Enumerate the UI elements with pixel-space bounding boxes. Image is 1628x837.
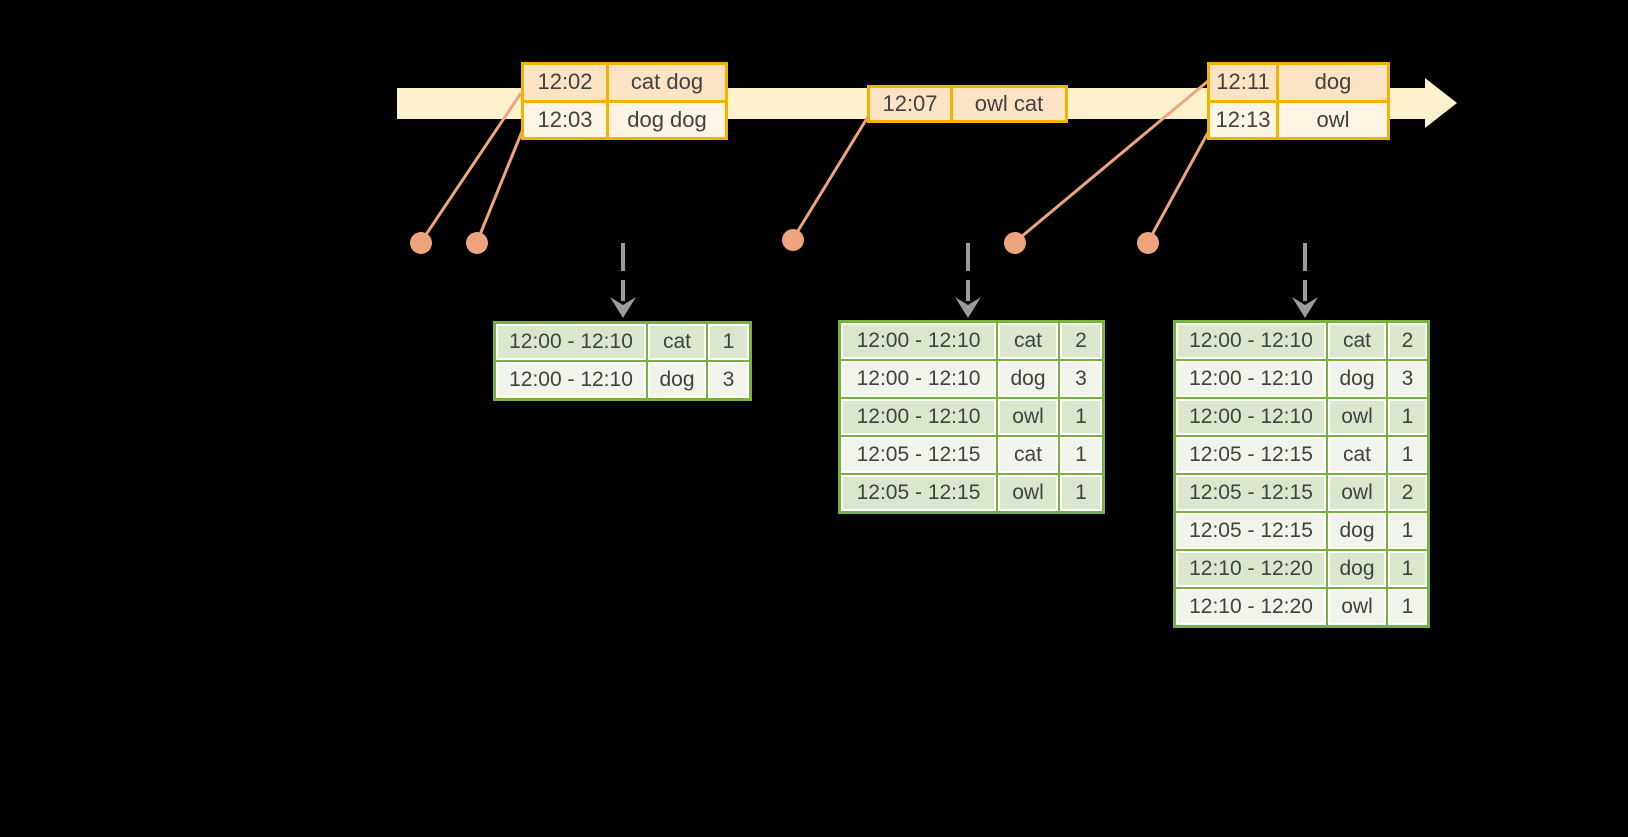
count-cell: 3	[708, 362, 749, 398]
count-cell: 1	[1388, 551, 1427, 587]
word-cell: dog	[998, 361, 1058, 397]
window-cell: 12:05 - 12:15	[841, 437, 996, 473]
window-cell: 12:10 - 12:20	[1176, 589, 1326, 625]
event-time-cell: 12:11	[1210, 65, 1276, 100]
event-connector-line	[1014, 79, 1209, 244]
count-cell: 1	[708, 324, 749, 360]
word-cell: cat	[1328, 437, 1386, 473]
event-words-cell: dog	[1279, 65, 1387, 100]
event-time-dot	[1137, 232, 1159, 254]
window-cell: 12:00 - 12:10	[841, 399, 996, 435]
event-box-1: 12:02 cat dog 12:03 dog dog	[521, 62, 728, 140]
event-time-dot	[782, 229, 804, 251]
window-cell: 12:00 - 12:10	[1176, 323, 1326, 359]
timeline-arrowhead-icon	[1425, 78, 1457, 128]
word-cell: dog	[648, 362, 706, 398]
event-words-cell: cat dog	[609, 65, 725, 100]
event-time-dots	[410, 229, 1159, 254]
window-cell: 12:00 - 12:10	[496, 362, 646, 398]
word-cell: cat	[1328, 323, 1386, 359]
trigger-arrowheads	[610, 297, 1318, 318]
trigger-arrowhead-icon	[955, 297, 981, 318]
event-time-dot	[1004, 232, 1026, 254]
count-cell: 2	[1060, 323, 1102, 359]
word-cell: owl	[998, 399, 1058, 435]
window-cell: 12:05 - 12:15	[1176, 475, 1326, 511]
window-cell: 12:05 - 12:15	[841, 475, 996, 511]
event-words-cell: dog dog	[609, 102, 725, 137]
word-cell: cat	[998, 323, 1058, 359]
event-connector-line	[475, 128, 525, 243]
event-words-cell: owl	[1279, 102, 1387, 137]
word-cell: dog	[1328, 551, 1386, 587]
window-cell: 12:00 - 12:10	[841, 323, 996, 359]
window-cell: 12:00 - 12:10	[496, 324, 646, 360]
window-cell: 12:05 - 12:15	[1176, 513, 1326, 549]
event-box-3: 12:11 dog 12:13 owl	[1207, 62, 1390, 140]
word-cell: dog	[1328, 513, 1386, 549]
trigger-arrowhead-icon	[610, 297, 636, 318]
event-time-cell: 12:02	[524, 65, 606, 100]
count-cell: 1	[1388, 437, 1427, 473]
count-cell: 2	[1388, 475, 1427, 511]
event-box-2: 12:07 owl cat	[867, 85, 1068, 123]
event-time-cell: 12:03	[524, 102, 606, 137]
window-cell: 12:00 - 12:10	[1176, 399, 1326, 435]
event-connector-line	[1146, 126, 1213, 243]
event-connector-lines	[419, 79, 1213, 244]
count-cell: 3	[1060, 361, 1102, 397]
count-cell: 1	[1388, 513, 1427, 549]
event-time-dot	[410, 232, 432, 254]
event-connector-line	[791, 114, 871, 240]
count-cell: 3	[1388, 361, 1427, 397]
window-cell: 12:00 - 12:10	[1176, 361, 1326, 397]
event-time-cell: 12:13	[1210, 102, 1276, 137]
word-cell: owl	[1328, 589, 1386, 625]
event-connector-line	[419, 92, 523, 243]
word-cell: cat	[998, 437, 1058, 473]
result-table-3: 12:00 - 12:10 cat 2 12:00 - 12:10 dog 3 …	[1173, 320, 1430, 628]
word-cell: cat	[648, 324, 706, 360]
result-table-1: 12:00 - 12:10 cat 1 12:00 - 12:10 dog 3	[493, 321, 752, 401]
event-time-dot	[466, 232, 488, 254]
result-table-2: 12:00 - 12:10 cat 2 12:00 - 12:10 dog 3 …	[838, 320, 1105, 514]
count-cell: 1	[1060, 475, 1102, 511]
count-cell: 1	[1388, 399, 1427, 435]
word-cell: owl	[1328, 475, 1386, 511]
count-cell: 1	[1060, 437, 1102, 473]
count-cell: 2	[1388, 323, 1427, 359]
event-time-cell: 12:07	[870, 88, 950, 120]
window-cell: 12:05 - 12:15	[1176, 437, 1326, 473]
count-cell: 1	[1388, 589, 1427, 625]
count-cell: 1	[1060, 399, 1102, 435]
window-cell: 12:10 - 12:20	[1176, 551, 1326, 587]
window-cell: 12:00 - 12:10	[841, 361, 996, 397]
trigger-arrow-lines	[621, 243, 1307, 301]
word-cell: dog	[1328, 361, 1386, 397]
word-cell: owl	[1328, 399, 1386, 435]
word-cell: owl	[998, 475, 1058, 511]
trigger-arrowhead-icon	[1292, 297, 1318, 318]
event-words-cell: owl cat	[953, 88, 1065, 120]
